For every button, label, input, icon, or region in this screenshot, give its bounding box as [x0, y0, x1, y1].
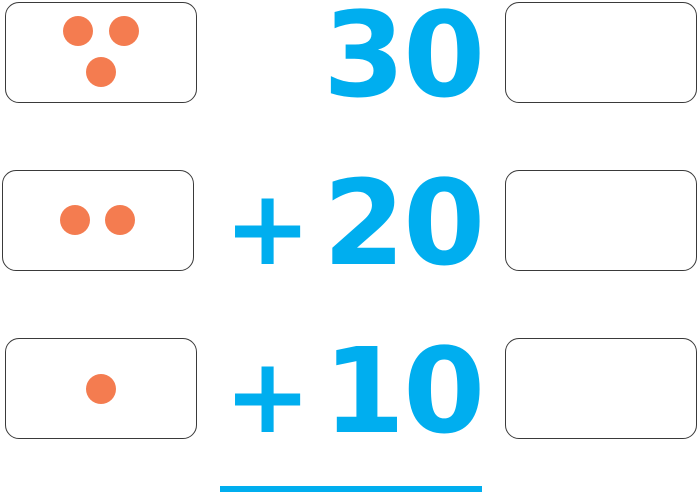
sum-line — [220, 486, 482, 492]
answer-box-row-3[interactable] — [505, 338, 697, 439]
number-row-3: 10 — [323, 322, 485, 460]
dot — [86, 374, 116, 404]
dot — [60, 205, 90, 235]
dot-card-row-1 — [5, 2, 197, 103]
plus-sign-row-2: + — [224, 167, 312, 289]
dot-card-row-3 — [5, 338, 197, 439]
number-row-1: 30 — [323, 0, 485, 124]
dot — [109, 16, 139, 46]
answer-box-row-2[interactable] — [505, 170, 697, 271]
plus-sign-row-3: + — [224, 335, 312, 457]
dot — [86, 57, 116, 87]
answer-box-row-1[interactable] — [505, 2, 697, 103]
dot-card-row-2 — [2, 170, 194, 271]
dot — [105, 205, 135, 235]
number-row-2: 20 — [323, 154, 485, 292]
dot — [63, 16, 93, 46]
